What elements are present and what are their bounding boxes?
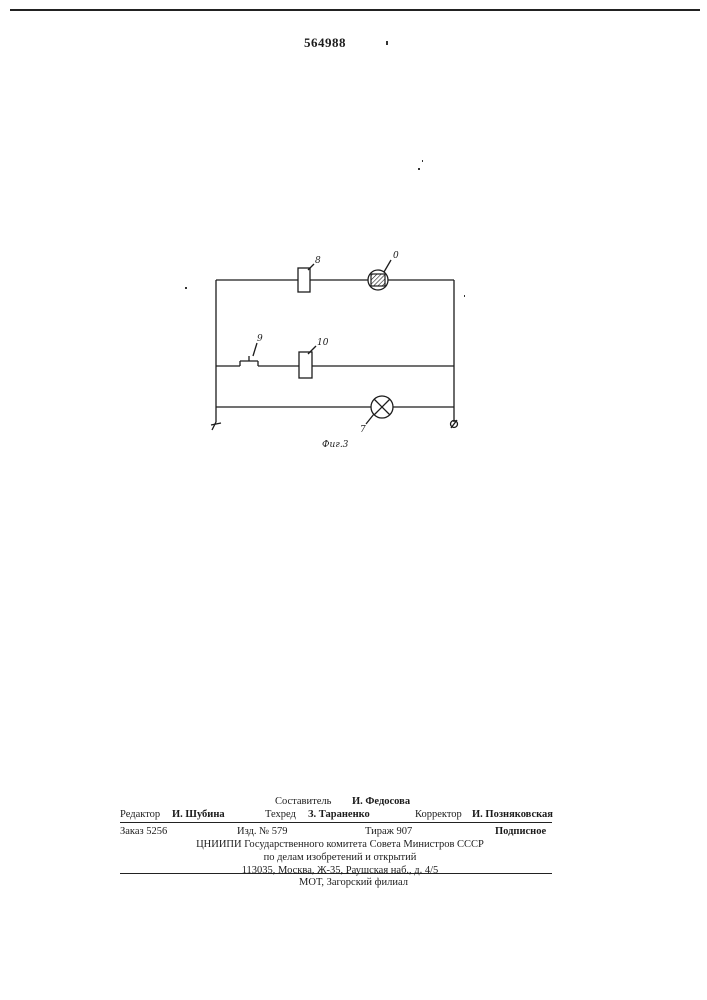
- circuit-diagram: 8 0 9 10 7 Фиг.3: [190, 240, 490, 460]
- org-line-2: по делам изобретений и открытий: [120, 851, 560, 864]
- ink-speck: [386, 41, 388, 45]
- label-7: 7: [360, 425, 366, 435]
- imprint-rule-top: [120, 822, 552, 823]
- compiler-row: Составитель И. Федосова: [120, 795, 560, 808]
- edition-number: Изд. № 579: [237, 825, 288, 838]
- order-row: Заказ 5256 Изд. № 579 Тираж 907 Подписно…: [120, 825, 560, 838]
- label-0: 0: [393, 251, 399, 261]
- element-0-hatched-core: [371, 274, 385, 286]
- corrector-name: И. Позняковская: [472, 808, 553, 821]
- org-line-1: ЦНИИПИ Государственного комитета Совета …: [120, 838, 560, 851]
- editor-name: И. Шубина: [172, 808, 225, 821]
- element-10-box: [299, 352, 312, 378]
- ink-speck: [422, 160, 423, 162]
- leader-7: [366, 414, 374, 424]
- address-line: 113035, Москва, Ж-35, Раушская наб., д. …: [120, 864, 560, 877]
- editor-label: Редактор: [120, 808, 160, 821]
- element-8-box: [298, 268, 310, 292]
- label-10: 10: [317, 338, 329, 348]
- techred-name: З. Тараненко: [308, 808, 370, 821]
- imprint-rule-bottom: [120, 873, 552, 874]
- top-rule: [10, 9, 700, 11]
- leader-9: [253, 343, 257, 356]
- figure-caption: Фиг.3: [322, 440, 349, 450]
- ink-speck: [185, 287, 187, 289]
- compiler-label: Составитель: [275, 795, 331, 808]
- left-terminal-tail: [212, 422, 216, 430]
- staff-row: Редактор И. Шубина Техред З. Тараненко К…: [120, 808, 560, 821]
- printing-plant: МОТ, Загорский филиал: [0, 877, 707, 888]
- leader-8: [308, 264, 314, 270]
- compiler-name: И. Федосова: [352, 795, 410, 808]
- label-9: 9: [257, 334, 263, 344]
- leader-0: [384, 260, 391, 272]
- circulation: Тираж 907: [365, 825, 412, 838]
- ink-speck: [418, 168, 420, 170]
- order-number: Заказ 5256: [120, 825, 167, 838]
- circuit-svg: 8 0 9 10 7 Фиг.3: [190, 240, 490, 460]
- imprint-block: Составитель И. Федосова Редактор И. Шуби…: [120, 795, 560, 877]
- label-8: 8: [315, 256, 321, 266]
- patent-number: 564988: [304, 35, 346, 51]
- techred-label: Техред: [265, 808, 296, 821]
- corrector-label: Корректор: [415, 808, 462, 821]
- subscription-note: Подписное: [495, 825, 546, 838]
